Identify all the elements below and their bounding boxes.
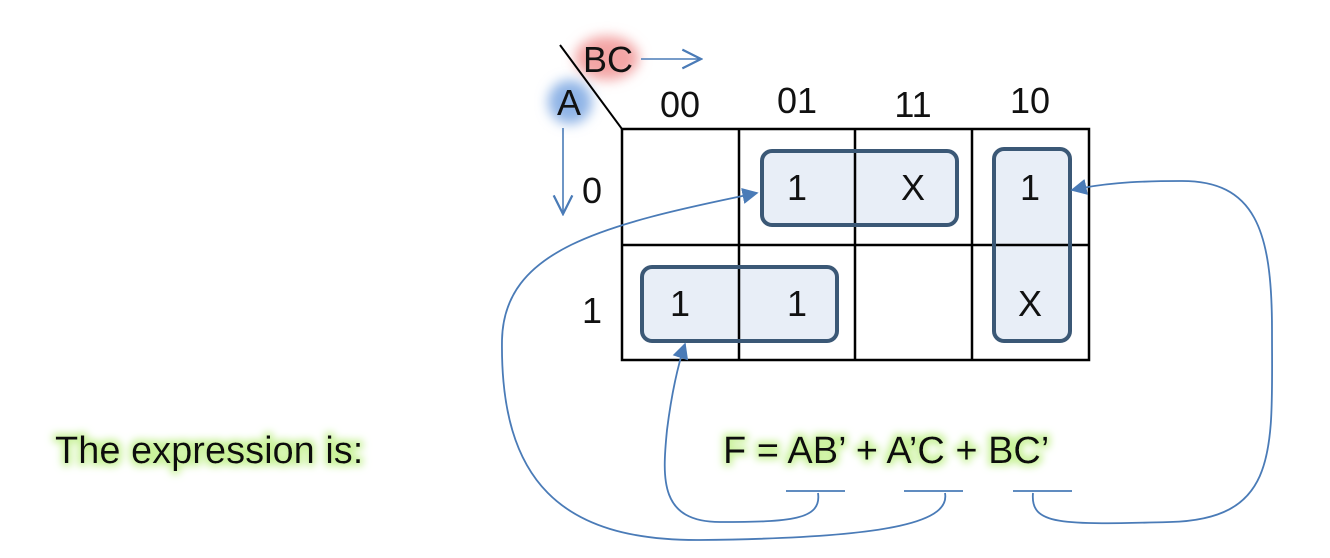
expression-text: F = AB’ + A’C + BC’ [723, 430, 1049, 472]
cell-1-01: 1 [787, 283, 807, 324]
cell-1-00: 1 [670, 283, 690, 324]
connector-bc-prime [1031, 179, 1274, 525]
col-header-01: 01 [777, 80, 817, 121]
connector-a-prime-c [501, 187, 947, 541]
cell-0-10: 1 [1020, 167, 1040, 208]
cell-0-11: X [901, 167, 925, 208]
group-b-c-prime [992, 147, 1072, 343]
col-variable-label: BC [583, 39, 633, 80]
connector-ab-prime [663, 342, 820, 523]
col-header-00: 00 [660, 84, 700, 125]
group-fill-a-prime-c [762, 151, 957, 225]
group-a-b-prime [640, 265, 839, 343]
col-header-10: 10 [1010, 80, 1050, 121]
col-header-11: 11 [894, 84, 931, 125]
row-header-0: 0 [582, 170, 602, 211]
kmap-grid [620, 127, 1091, 362]
cell-0-01: 1 [787, 167, 807, 208]
row-header-1: 1 [582, 290, 602, 331]
corner-diagonal [559, 44, 623, 130]
a-highlight [548, 80, 592, 124]
row-variable-label: A [557, 82, 581, 123]
cell-1-10: X [1018, 283, 1042, 324]
caption-text: The expression is: [55, 430, 363, 472]
bc-highlight [575, 36, 639, 80]
group-a-prime-c [760, 149, 959, 227]
